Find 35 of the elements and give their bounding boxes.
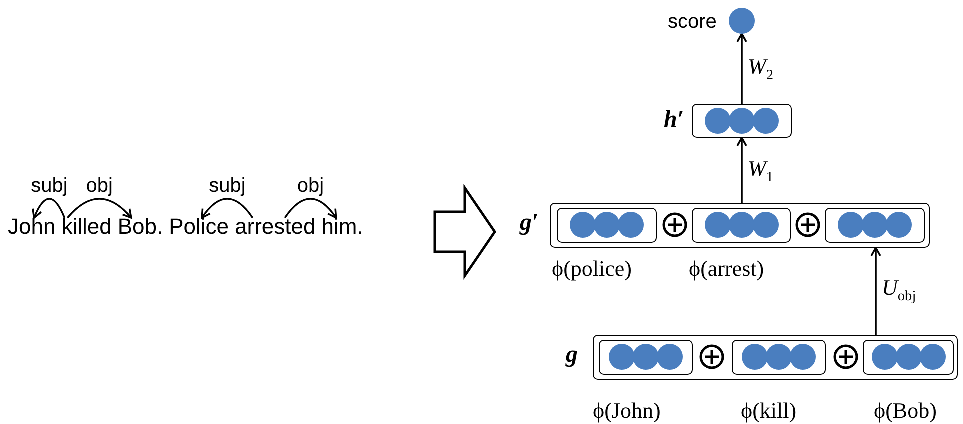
embedding-box	[863, 340, 954, 375]
arrow	[870, 247, 882, 335]
sentence-word: Police	[169, 214, 230, 240]
embedding-box	[557, 208, 657, 243]
sentence-word: arrested	[235, 214, 316, 240]
embedding-box	[599, 340, 693, 375]
embedding-label: ϕ(police)	[552, 256, 632, 282]
edge-label: subj	[209, 175, 246, 197]
dependency-arc	[201, 198, 254, 219]
vector-label: g	[566, 341, 578, 369]
output-label: score	[668, 10, 717, 34]
embedding-label: ϕ(arrest)	[689, 256, 764, 282]
sentence-word: him.	[322, 214, 364, 240]
dependency-arc	[284, 198, 338, 219]
vector-label: h′	[664, 106, 684, 134]
arrow	[736, 137, 748, 203]
dependency-arc	[67, 198, 132, 219]
arrow	[736, 33, 748, 104]
edge-label: obj	[86, 175, 113, 197]
embedding-box	[732, 340, 826, 375]
sentence-word: killed	[62, 214, 112, 240]
edge-label: U$_{obj}$	[882, 276, 916, 306]
edge-label: subj	[31, 175, 68, 197]
sentence-word: Bob.	[118, 214, 164, 240]
edge-label: W$_{2}$	[748, 55, 774, 86]
embedding-box	[825, 208, 925, 243]
embedding-label: ϕ(kill)	[741, 398, 797, 424]
embedding-box	[692, 208, 791, 243]
edge-label: obj	[297, 175, 324, 197]
embedding-label: ϕ(John)	[593, 398, 661, 424]
edge-label: W$_{1}$	[748, 156, 774, 187]
vector-label: g′	[520, 209, 539, 237]
embedding-label: ϕ(Bob)	[874, 398, 937, 424]
dependency-arc	[32, 198, 66, 219]
sentence-word: John	[8, 214, 56, 240]
